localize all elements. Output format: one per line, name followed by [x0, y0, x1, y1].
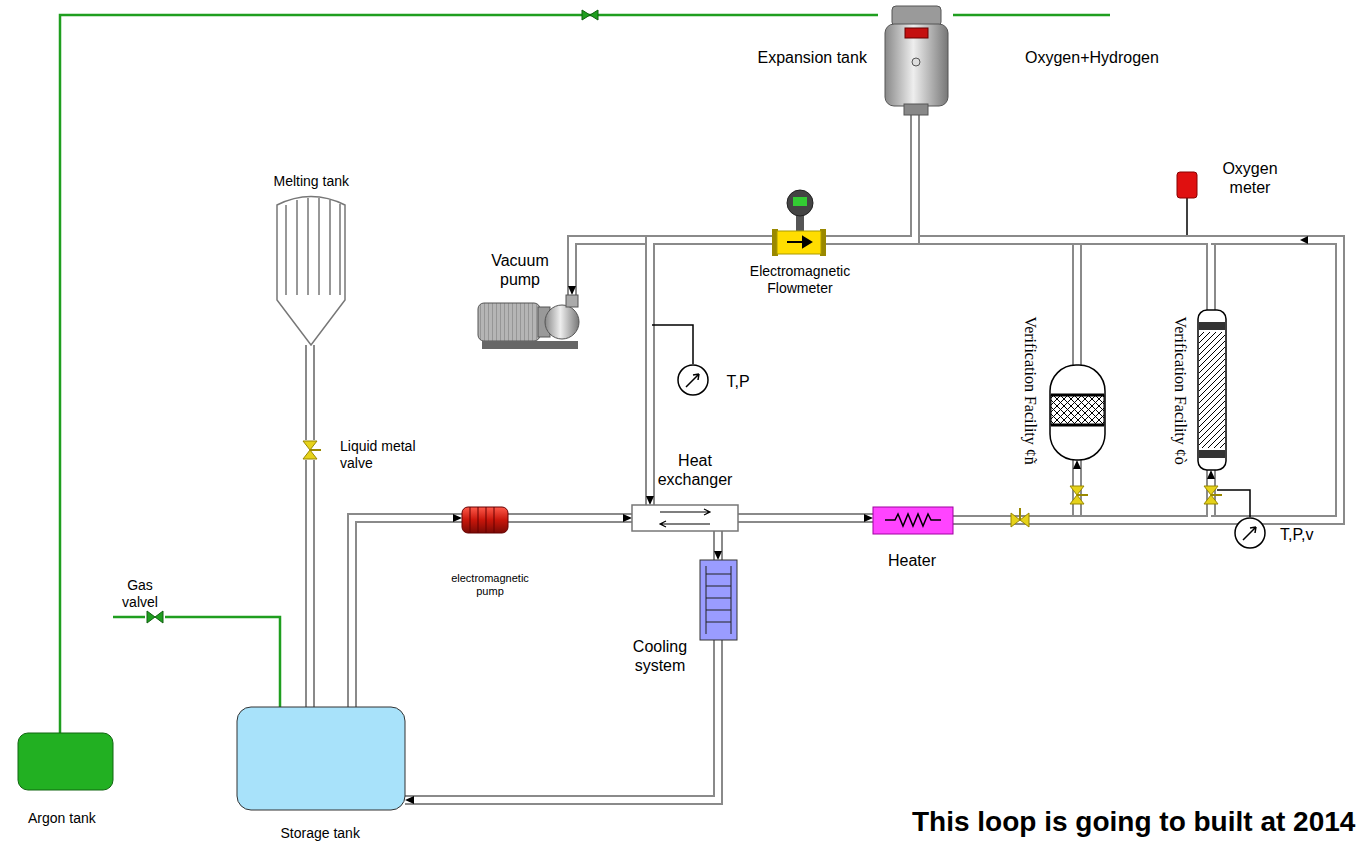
component-label: T,P [727, 372, 750, 391]
pipe [825, 236, 1077, 365]
vacuum-pump-figure [478, 295, 579, 349]
gas-label: Oxygen+Hydrogen [1025, 48, 1159, 67]
flowmeter: Electromagnetic Flowmeter [773, 228, 825, 256]
gas-line [60, 15, 878, 733]
component-label: T,P,v [1280, 525, 1314, 544]
component-label: Gas valvel [110, 577, 170, 611]
liquid-metal-valve: Liquid metal valve [300, 440, 320, 460]
component-label: Heat exchanger [650, 451, 740, 489]
gas-line [953, 14, 1110, 17]
cooling-system-figure [700, 560, 737, 640]
argon-tank: Argon tank [18, 733, 113, 790]
pipe [825, 115, 915, 240]
bypass-pipe [1211, 236, 1340, 520]
pipe [953, 470, 1215, 520]
component-label: Cooling system [625, 637, 695, 675]
melting-tank-figure [277, 197, 345, 346]
cooling-system: Cooling system [700, 560, 737, 640]
heat-exchanger-figure [632, 505, 738, 531]
electromagnetic-pump: electromagnetic pump [462, 505, 508, 535]
component-label: Verification Facility ¢ò [1171, 316, 1190, 464]
gauge-lead [652, 325, 693, 364]
valve-symbol [303, 441, 321, 459]
vacuum-pump: Vacuum pump [475, 295, 580, 350]
component-label: Oxygen meter [1215, 159, 1285, 197]
valve-symbol [1204, 486, 1222, 504]
oxygen-meter-figure [1177, 172, 1197, 198]
electromagnetic-pump-figure [462, 507, 508, 533]
heater: Heater [873, 507, 953, 534]
expansion-tank-figure [885, 6, 948, 115]
gauge: T,P [677, 364, 709, 396]
heater-figure [873, 507, 953, 534]
gas-valve: Gas valvel [145, 610, 165, 624]
pipe [738, 514, 873, 522]
gas-valve-symbol [582, 10, 598, 20]
pipe [953, 460, 1081, 520]
component-label: Heater [888, 551, 936, 570]
component-label: Storage tank [281, 825, 360, 842]
valve-symbol [1011, 508, 1029, 527]
component-label: Verification Facility ¢ñ [1021, 316, 1040, 464]
oxygen-meter-lead [1186, 198, 1188, 235]
gas-line [165, 617, 280, 707]
valve-symbol [1070, 486, 1088, 504]
component-label: Expansion tank [758, 48, 867, 67]
component-label: Argon tank [28, 810, 96, 827]
expansion-tank: Expansion tank [878, 5, 953, 115]
gas-line [113, 617, 145, 618]
component-label: Melting tank [274, 173, 349, 190]
component-label: Electromagnetic Flowmeter [735, 263, 865, 297]
caption: This loop is going to built at 2014 [912, 805, 1355, 839]
pipe [352, 514, 462, 707]
gauge-symbol [678, 365, 708, 395]
pipe [825, 236, 1211, 310]
gauge: T,P,v [1234, 517, 1266, 549]
heat-exchanger: Heat exchanger [632, 505, 738, 531]
component-label: electromagnetic pump [443, 572, 538, 598]
pipe [568, 240, 773, 295]
component-label: Vacuum pump [485, 251, 555, 289]
component-label: Liquid metal valve [340, 438, 435, 472]
verification-facility: Verification Facility ¢ñ [1048, 365, 1106, 460]
verification-column-figure [1198, 310, 1226, 470]
storage-tank-figure [237, 707, 405, 810]
flowmeter-figure [772, 190, 826, 256]
melting-tank: Melting tank [275, 190, 347, 345]
pipe [714, 531, 722, 560]
verification-facility: Verification Facility ¢ò [1196, 310, 1228, 470]
argon-tank-figure [18, 733, 113, 790]
pipe [508, 514, 632, 522]
gauge-symbol [1235, 518, 1265, 548]
verification-vessel-figure [1050, 365, 1105, 460]
pipe [646, 240, 773, 505]
pipe [310, 460, 311, 707]
oxygen-meter: Oxygen meter [1177, 172, 1197, 198]
pipe [310, 345, 311, 440]
storage-tank: Storage tank [237, 707, 405, 810]
gas-valve-symbol [147, 611, 163, 623]
